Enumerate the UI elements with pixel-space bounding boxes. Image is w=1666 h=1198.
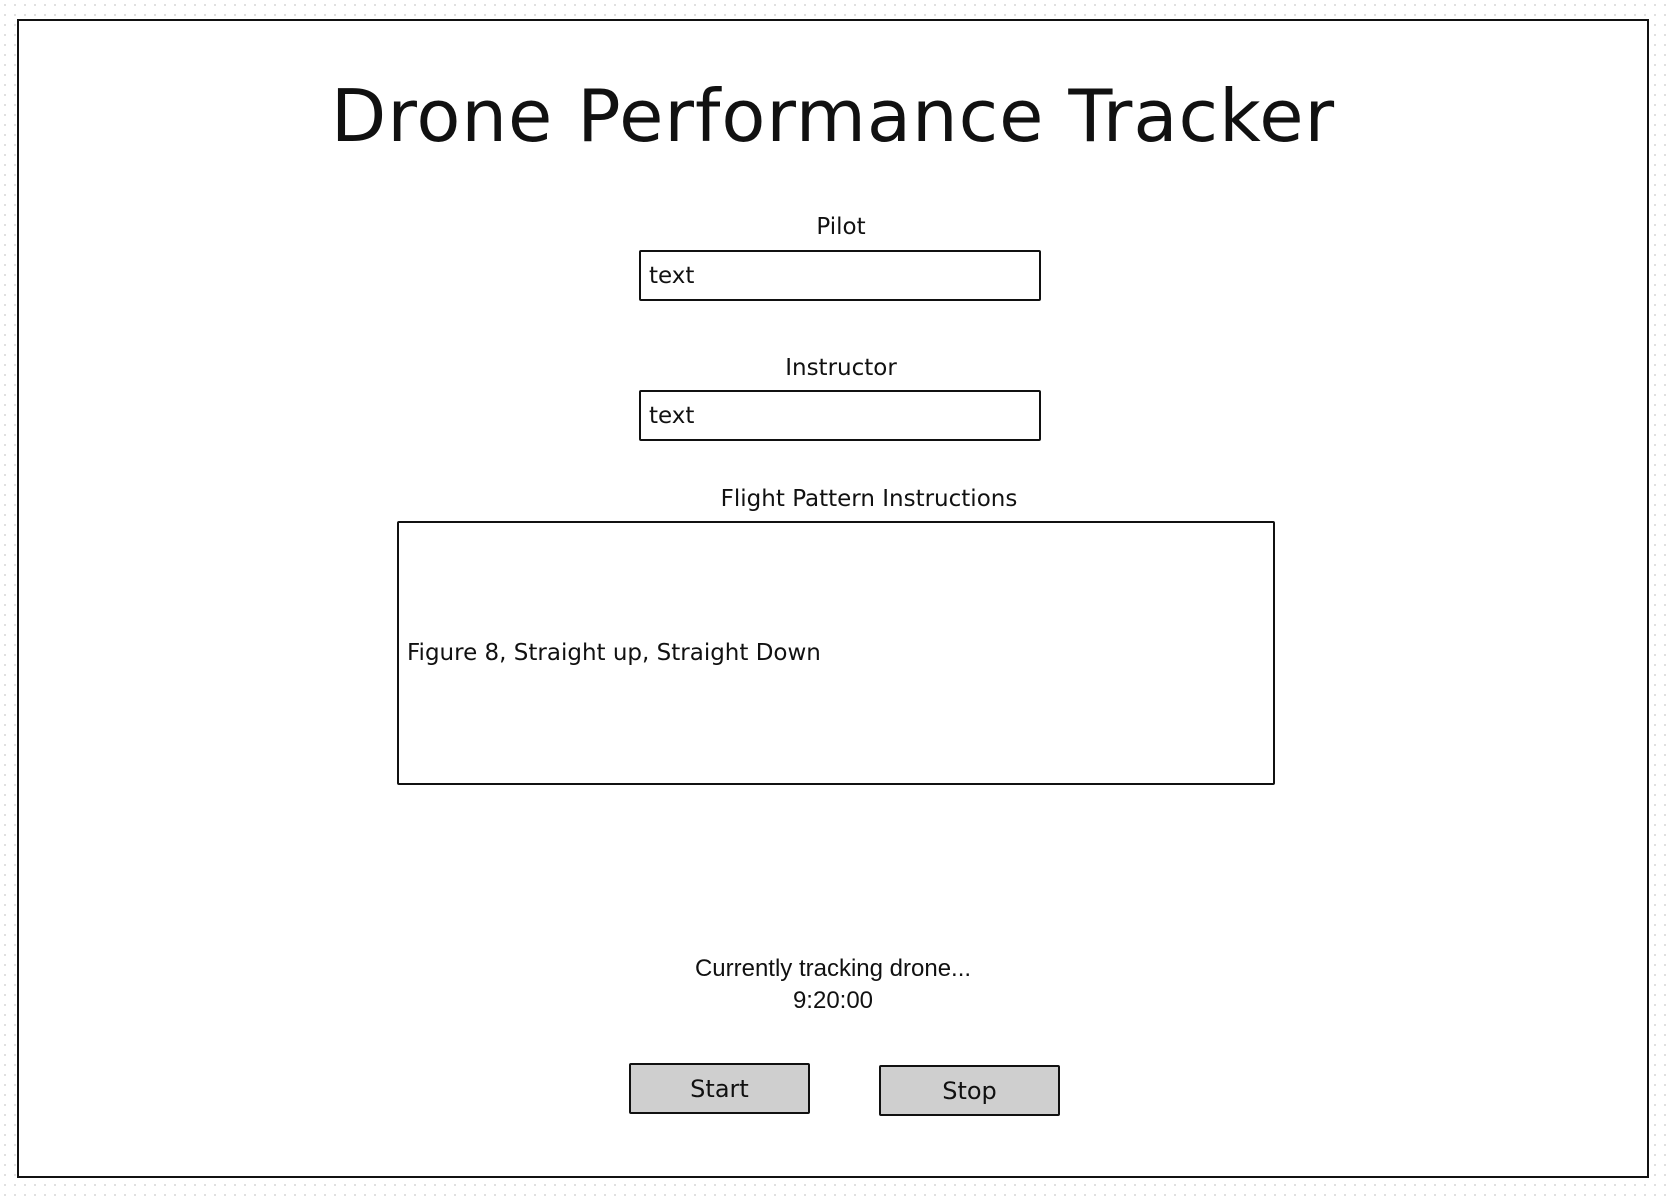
stop-button[interactable]: Stop	[879, 1065, 1060, 1116]
instructor-input[interactable]	[639, 390, 1041, 441]
tracking-timer: 9:20:00	[792, 987, 874, 1014]
pilot-label: Pilot	[816, 214, 866, 240]
tracking-status: Currently tracking drone...	[694, 955, 972, 982]
flight-pattern-text: Figure 8, Straight up, Straight Down	[407, 640, 821, 666]
app-window: Drone Performance Tracker Pilot Instruct…	[17, 19, 1649, 1178]
flight-pattern-label: Flight Pattern Instructions	[720, 486, 1018, 512]
page-title: Drone Performance Tracker	[330, 74, 1336, 158]
instructor-label: Instructor	[785, 355, 897, 381]
pilot-input[interactable]	[639, 250, 1041, 301]
flight-pattern-textarea[interactable]: Figure 8, Straight up, Straight Down	[397, 521, 1275, 785]
start-button[interactable]: Start	[629, 1063, 810, 1114]
